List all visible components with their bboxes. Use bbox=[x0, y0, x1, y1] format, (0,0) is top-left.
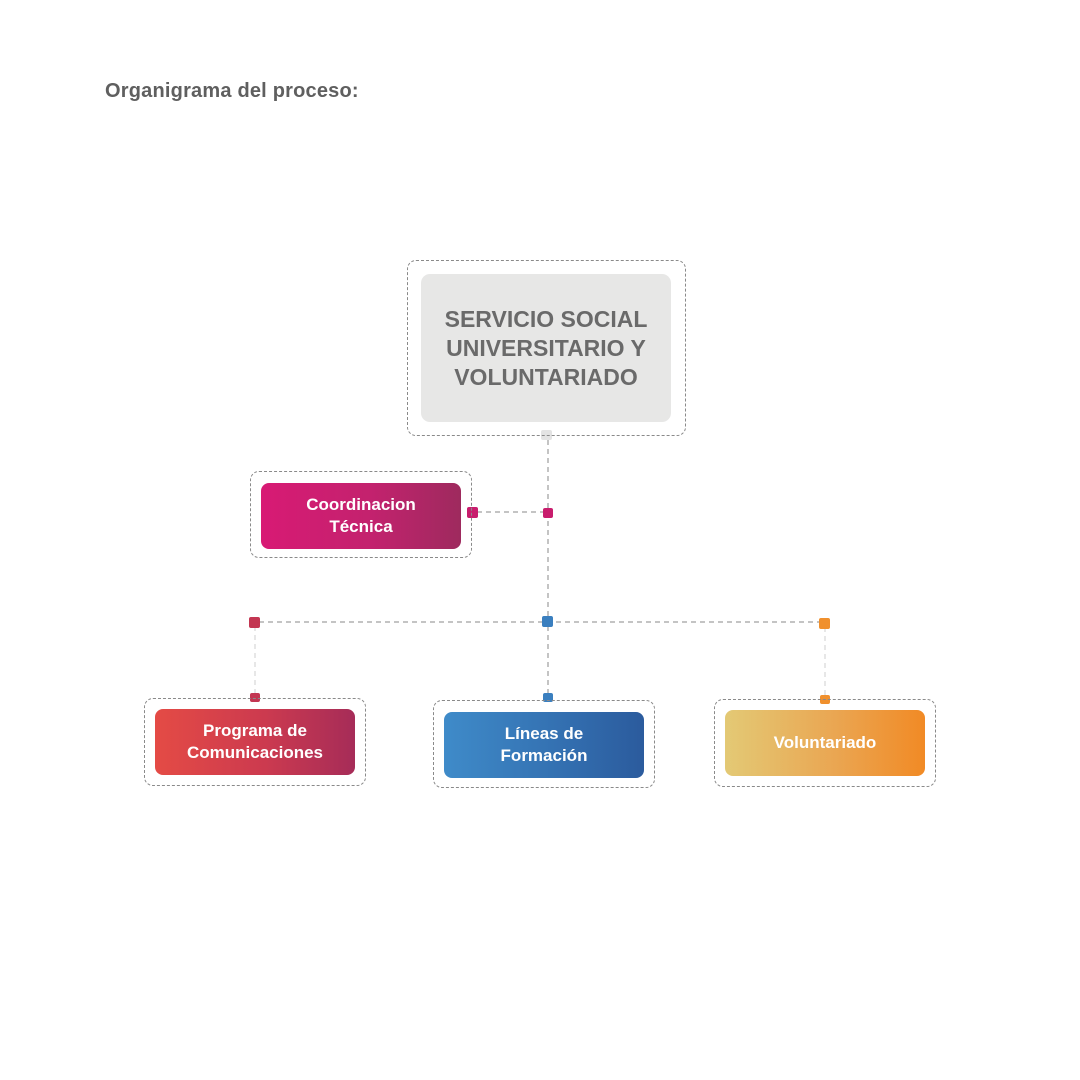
communications-node-frame bbox=[144, 698, 366, 786]
volunteering-node-frame bbox=[714, 699, 936, 787]
page-title: Organigrama del proceso: bbox=[105, 80, 359, 102]
root-node-frame bbox=[407, 260, 686, 436]
training-node-frame bbox=[433, 700, 655, 788]
root-node-servicio-social: SERVICIO SOCIAL UNIVERSITARIO Y VOLUNTAR… bbox=[421, 274, 671, 422]
bus-right-node bbox=[819, 618, 830, 629]
bus-left-node bbox=[249, 617, 260, 628]
coordination-connector-node bbox=[467, 507, 478, 518]
training-node: Líneas de Formación bbox=[444, 712, 644, 778]
communications-top-node bbox=[250, 693, 260, 702]
volunteering-node: Voluntariado bbox=[725, 710, 925, 776]
bus-center-node bbox=[542, 616, 553, 627]
coordination-node-frame bbox=[250, 471, 472, 558]
coordination-node: Coordinacion Técnica bbox=[261, 483, 461, 549]
coordination-junction-node bbox=[543, 508, 553, 518]
training-top-node bbox=[543, 693, 553, 702]
communications-node: Programa de Comunicaciones bbox=[155, 709, 355, 775]
